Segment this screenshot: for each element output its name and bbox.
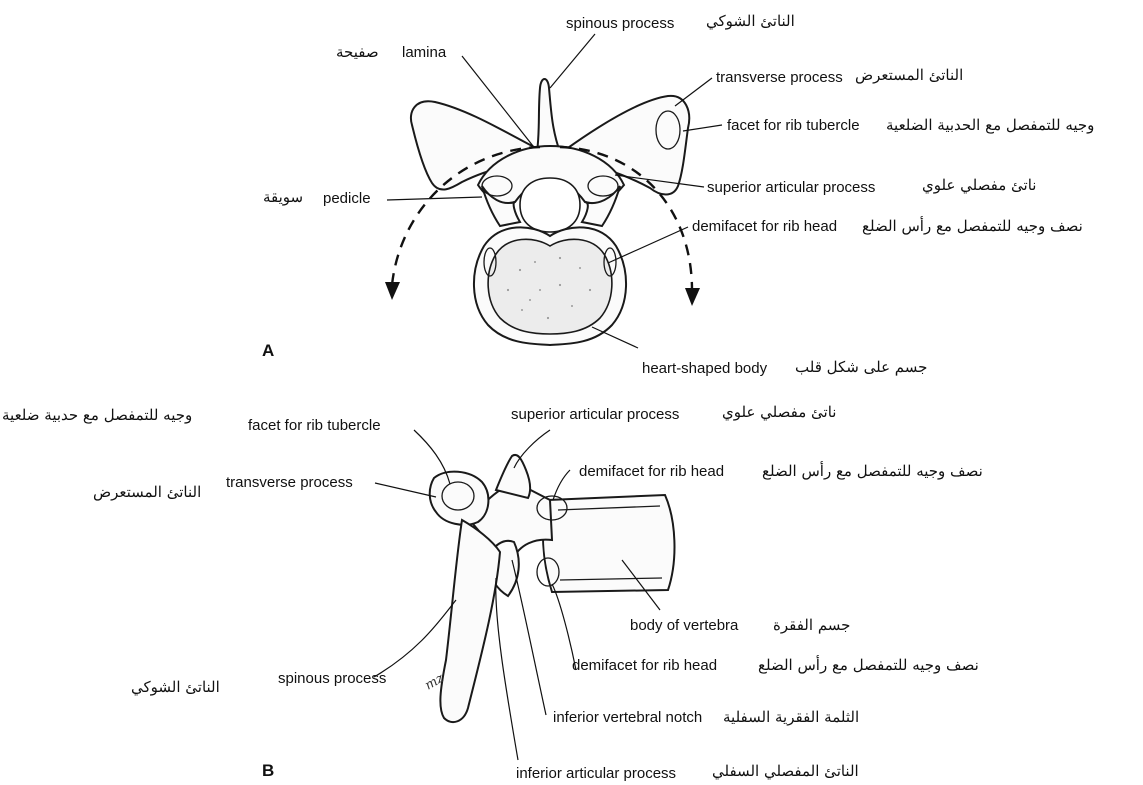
label-facet-rib-tubercle-a-ar: وجيه للتمفصل مع الحدبية الضلعية: [886, 116, 1094, 134]
label-spinous-process-a-ar: الناتئ الشوكي: [706, 12, 795, 30]
label-inferior-articular-process: inferior articular process: [516, 765, 676, 782]
label-facet-rib-tubercle-b-ar: وجيه للتمفصل مع حدبية ضلعية: [2, 406, 192, 424]
label-lamina: lamina: [402, 44, 447, 61]
spinous-process-a-shape: [537, 79, 560, 152]
vertebral-foramen: [520, 178, 580, 232]
label-pedicle-ar: سويقة: [263, 188, 303, 206]
labels-panel-a: A spinous process الناتئ الشوكي lamina ص…: [262, 12, 1094, 377]
label-heart-shaped-body: heart-shaped body: [642, 360, 768, 377]
label-lamina-ar: صفيحة: [336, 43, 379, 61]
label-body-of-vertebra-ar: جسم الفقرة: [773, 616, 850, 634]
spinous-process-b-shape: [440, 520, 500, 722]
label-pedicle: pedicle: [323, 190, 371, 207]
label-spinous-process-b: spinous process: [278, 670, 386, 687]
label-inferior-vertebral-notch: inferior vertebral notch: [553, 709, 702, 726]
label-heart-shaped-body-ar: جسم على شكل قلب: [795, 358, 927, 376]
label-spinous-process-a: spinous process: [566, 15, 674, 32]
label-superior-articular-process-b-ar: ناتئ مفصلي علوي: [722, 403, 836, 421]
label-inferior-vertebral-notch-ar: الثلمة الفقرية السفلية: [723, 708, 859, 726]
arrowhead-left: [385, 282, 400, 300]
vertebra-lateral-view: mz: [423, 455, 675, 722]
label-demifacet-rib-head-b-lower-ar: نصف وجيه للتمفصل مع رأس الضلع: [758, 655, 979, 674]
label-demifacet-rib-head-b-upper: demifacet for rib head: [579, 463, 724, 480]
transverse-process-b-shape: [430, 472, 489, 525]
label-demifacet-rib-head-a-ar: نصف وجيه للتمفصل مع رأس الضلع: [862, 216, 1083, 235]
label-demifacet-rib-head-b-upper-ar: نصف وجيه للتمفصل مع رأس الضلع: [762, 461, 983, 480]
label-inferior-articular-process-ar: الناتئ المفصلي السفلي: [712, 762, 859, 780]
label-spinous-process-b-ar: الناتئ الشوكي: [131, 678, 220, 696]
label-superior-articular-process-a-ar: ناتئ مفصلي علوي: [922, 176, 1036, 194]
body-cortex-ring: [488, 239, 612, 334]
label-transverse-process-b: transverse process: [226, 474, 353, 491]
label-demifacet-rib-head-a: demifacet for rib head: [692, 218, 837, 235]
label-facet-rib-tubercle-a: facet for rib tubercle: [727, 117, 860, 134]
label-transverse-process-a: transverse process: [716, 69, 843, 86]
panel-label-a: A: [262, 341, 274, 360]
vertebra-superior-view: [385, 79, 700, 345]
label-facet-rib-tubercle-b: facet for rib tubercle: [248, 417, 381, 434]
label-demifacet-rib-head-b-lower: demifacet for rib head: [572, 657, 717, 674]
label-superior-articular-process-b: superior articular process: [511, 406, 679, 423]
panel-label-b: B: [262, 761, 274, 780]
label-transverse-process-a-ar: الناتئ المستعرض: [855, 66, 963, 84]
label-transverse-process-b-ar: الناتئ المستعرض: [93, 483, 201, 501]
label-superior-articular-process-a: superior articular process: [707, 179, 875, 196]
superior-articular-process-b-shape: [496, 455, 530, 498]
arrowhead-right: [685, 288, 700, 306]
label-body-of-vertebra: body of vertebra: [630, 617, 739, 634]
